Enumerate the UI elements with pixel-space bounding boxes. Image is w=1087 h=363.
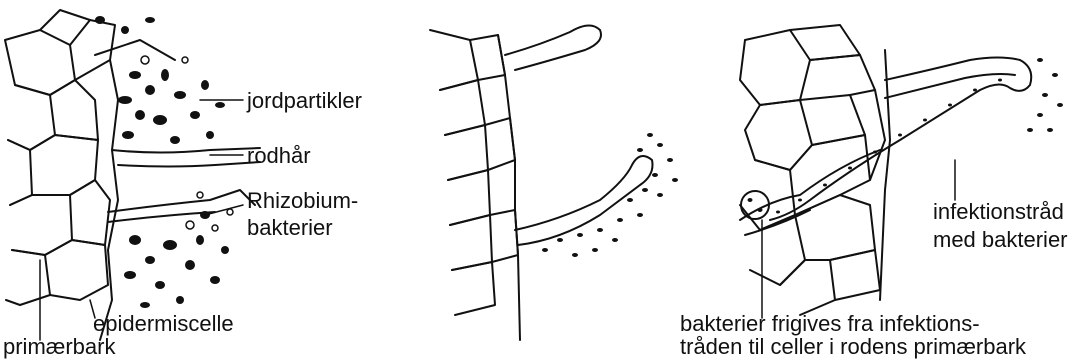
label-jordpartikler: jordpartikler	[247, 88, 362, 114]
label-traden-til-celler: tråden til celler i rodens primærbark	[680, 334, 1026, 360]
rhizobium-bacteria-left	[141, 56, 233, 231]
label-rhizobium-line2: bakterier	[247, 215, 333, 241]
label-rodhar: rodhår	[247, 143, 311, 169]
middle-root-hair	[498, 25, 653, 340]
middle-bacteria	[542, 133, 678, 257]
label-rhizobium-line1: Rhizobium-	[247, 188, 358, 214]
left-epidermis	[95, 40, 260, 340]
label-infektionstrad: infektionstråd	[933, 199, 1064, 225]
soil-particles-left	[95, 16, 229, 308]
label-med-bakterier: med bakterier	[933, 227, 1068, 253]
label-primaerbark: primærbark	[3, 334, 115, 360]
right-infection-thread	[740, 50, 1031, 300]
